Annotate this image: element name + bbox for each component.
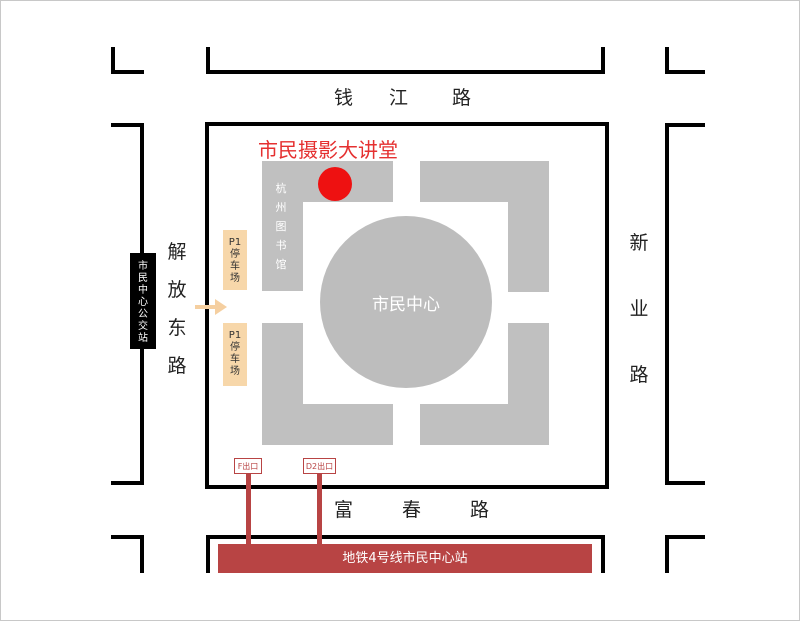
road-label-west: 解 放 东 路: [167, 241, 187, 377]
exit-f-label: F出口: [234, 458, 262, 474]
center-label: 市民中心: [372, 294, 440, 315]
metro-station-bar: 地铁4号线市民中心站: [218, 544, 592, 573]
road-edge: [665, 535, 705, 539]
road-edge: [665, 123, 705, 127]
road-edge: [111, 481, 144, 485]
road-edge: [111, 47, 115, 74]
road-edge: [601, 535, 605, 573]
building-ne-side: [508, 161, 549, 292]
road-edge: [665, 481, 705, 485]
road-edge: [206, 535, 605, 539]
exit-d2-passage: [317, 474, 322, 545]
road-edge: [111, 535, 144, 539]
road-label-east: 新 业 路: [629, 232, 649, 386]
building-se-bottom: [420, 404, 549, 445]
exit-f-passage: [246, 474, 251, 545]
red-dot-icon: [318, 167, 352, 201]
road-edge: [111, 70, 144, 74]
arrow-right-icon: [195, 305, 217, 309]
road-edge: [665, 123, 669, 485]
library-label: 杭 州 图 书 馆: [275, 182, 287, 271]
parking-lot-south: P1 停 车 场: [223, 323, 247, 386]
bus-stop-sign: 市 民 中 心 公 交 站: [130, 253, 156, 349]
building-sw-bottom: [262, 404, 393, 445]
road-edge: [601, 47, 605, 74]
road-label-south: 富春路: [334, 499, 490, 521]
parking-lot-north: P1 停 车 场: [223, 230, 247, 290]
citizen-center-building: 市民中心: [320, 216, 492, 388]
road-edge: [111, 123, 144, 127]
road-edge: [206, 70, 605, 74]
road-edge: [665, 70, 705, 74]
road-edge: [665, 535, 669, 573]
exit-d2-label: D2出口: [303, 458, 336, 474]
road-edge: [206, 47, 210, 74]
road-label-north: 钱江路: [334, 87, 472, 109]
road-edge: [206, 535, 210, 573]
road-edge: [665, 47, 669, 74]
road-edge: [140, 535, 144, 573]
arrow-head: [215, 299, 227, 315]
venue-title: 市民摄影大讲堂: [258, 138, 398, 162]
